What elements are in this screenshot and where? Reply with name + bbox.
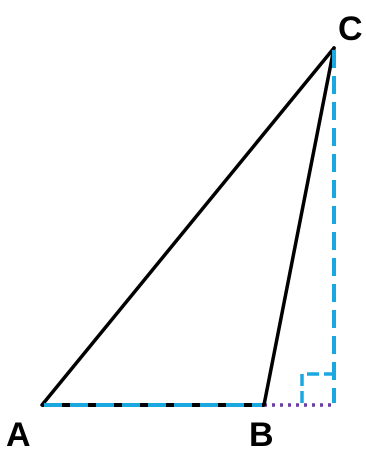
edge-ac	[40, 46, 336, 407]
vertex-label-b: B	[249, 416, 274, 449]
vertex-label-a: A	[6, 416, 31, 449]
right-angle-marker	[300, 372, 332, 403]
edge-bc	[262, 46, 336, 407]
vertex-label-c: C	[338, 10, 363, 48]
